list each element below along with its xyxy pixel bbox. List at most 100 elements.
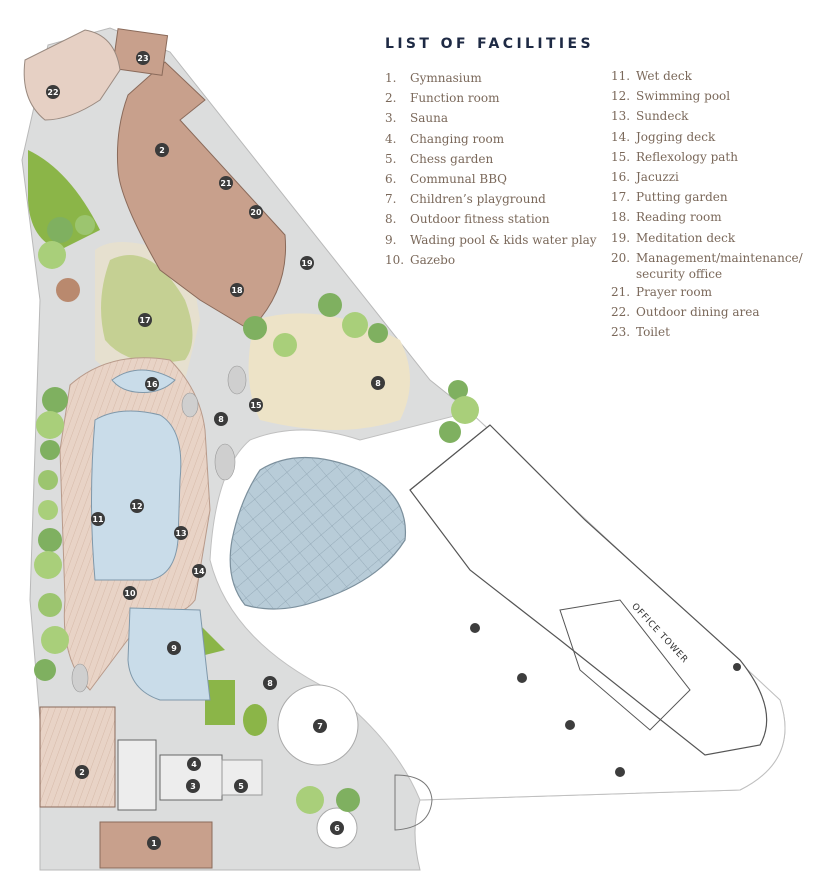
legend-item: 2.Function room [385, 90, 597, 110]
wading-pool [127, 607, 211, 701]
legend-number: 19. [611, 230, 631, 245]
function-room-south [39, 706, 116, 808]
marker-number: 13 [175, 529, 186, 538]
facility-marker-8: 8 [371, 376, 385, 390]
facility-marker-3: 3 [186, 779, 200, 793]
marker-dot [187, 757, 201, 771]
legend-item: 10.Gazebo [385, 252, 597, 272]
legend-number: 12. [611, 89, 631, 104]
marker-dot [234, 779, 248, 793]
facility-marker-13: 13 [174, 526, 188, 540]
residential-block [116, 61, 287, 331]
marker-dot [192, 564, 206, 578]
jacuzzi [111, 369, 176, 393]
marker-number: 2 [79, 768, 85, 777]
legend-item: 3.Sauna [385, 110, 597, 130]
legend-item: 5.Chess garden [385, 151, 597, 171]
legend-label: Changing room [410, 131, 505, 146]
facility-marker-9: 9 [167, 641, 181, 655]
legend-number: 22. [611, 304, 631, 319]
legend-item: 19.Meditation deck [611, 230, 806, 250]
facility-marker-22: 22 [46, 85, 60, 99]
marker-dot [136, 51, 150, 65]
facility-marker-10: 10 [123, 586, 137, 600]
facility-marker-23: 23 [136, 51, 150, 65]
outdoor-dining-area [23, 29, 121, 121]
legend-label: Jacuzzi [636, 169, 679, 184]
marker-number: 5 [238, 782, 244, 791]
lawn-oval [243, 704, 267, 736]
legend-column-left: 1.Gymnasium 2.Function room 3.Sauna 4.Ch… [385, 70, 597, 272]
marker-number: 8 [218, 415, 224, 424]
marker-dot [263, 676, 277, 690]
marker-number: 4 [191, 760, 197, 769]
legend-label: Outdoor dining area [636, 304, 760, 319]
legend-item: 4.Changing room [385, 131, 597, 151]
legend-label: Wading pool & kids water play [410, 232, 597, 247]
legend-item: 7.Children’s playground [385, 191, 597, 211]
legend-item: 14.Jogging deck [611, 129, 806, 149]
marker-dot [249, 205, 263, 219]
facility-marker-19: 19 [300, 256, 314, 270]
facility-marker-2: 2 [75, 765, 89, 779]
marker-number: 12 [131, 502, 142, 511]
legend-title: LIST OF FACILITIES [385, 36, 594, 52]
facility-marker-2: 2 [155, 143, 169, 157]
marker-number: 19 [301, 259, 313, 268]
legend-number: 14. [611, 129, 631, 144]
legend-number: 8. [385, 212, 397, 227]
marker-dot [155, 143, 169, 157]
legend-number: 3. [385, 111, 397, 126]
skylight-grid [230, 457, 406, 609]
legend-label: Putting garden [636, 190, 728, 205]
legend-item: 20.Management/maintenance/ security offi… [611, 250, 806, 284]
marker-number: 8 [267, 679, 273, 688]
facility-marker-4: 4 [187, 757, 201, 771]
marker-dot [300, 256, 314, 270]
marker-dot [313, 719, 327, 733]
marker-dot [174, 526, 188, 540]
marker-dot [249, 398, 263, 412]
legend-label: Swimming pool [636, 89, 731, 104]
marker-dot [138, 313, 152, 327]
lawn-strip-c [205, 680, 235, 725]
legend-label: Reading room [636, 210, 722, 225]
marker-number: 15 [250, 401, 262, 410]
legend-label: Sundeck [636, 109, 689, 124]
marker-dot [75, 765, 89, 779]
marker-number: 23 [137, 54, 148, 63]
legend-item: 1.Gymnasium [385, 70, 597, 90]
facility-marker-8: 8 [214, 412, 228, 426]
marker-dot [214, 412, 228, 426]
marker-number: 14 [193, 567, 205, 576]
facility-marker-1: 1 [147, 836, 161, 850]
marker-dot [371, 376, 385, 390]
marker-dot [46, 85, 60, 99]
swimming-pool [91, 410, 182, 581]
legend-label: Children’s playground [410, 192, 546, 207]
plaza-ramp [394, 774, 433, 831]
marker-number: 22 [47, 88, 58, 97]
marker-dot [130, 499, 144, 513]
marker-number: 16 [146, 380, 158, 389]
legend-item: 21.Prayer room [611, 284, 806, 304]
legend-item: 12. Swimming pool [611, 88, 806, 108]
marker-dot [230, 283, 244, 297]
facility-marker-14: 14 [192, 564, 206, 578]
stepping-stones [71, 365, 247, 693]
legend-label: Management/maintenance/ security office [636, 250, 803, 281]
marker-number: 3 [190, 782, 196, 791]
marker-dot [330, 821, 344, 835]
legend-number: 1. [385, 71, 397, 85]
legend-number: 6. [385, 171, 397, 186]
legend-label: Gazebo [410, 252, 456, 267]
legend-column-right: 11.Wet deck 12.Swimming pool 13.Sundeck … [611, 68, 806, 344]
marker-dot [91, 512, 105, 526]
legend-item: 18.Reading room [611, 209, 806, 229]
marker-number: 10 [124, 589, 136, 598]
marker-number: 17 [139, 316, 150, 325]
legend-item: 15.Reflexology path [611, 149, 806, 169]
legend-label: Chess garden [410, 151, 494, 166]
facility-marker-15: 15 [249, 398, 263, 412]
legend-label: Prayer room [636, 284, 712, 299]
